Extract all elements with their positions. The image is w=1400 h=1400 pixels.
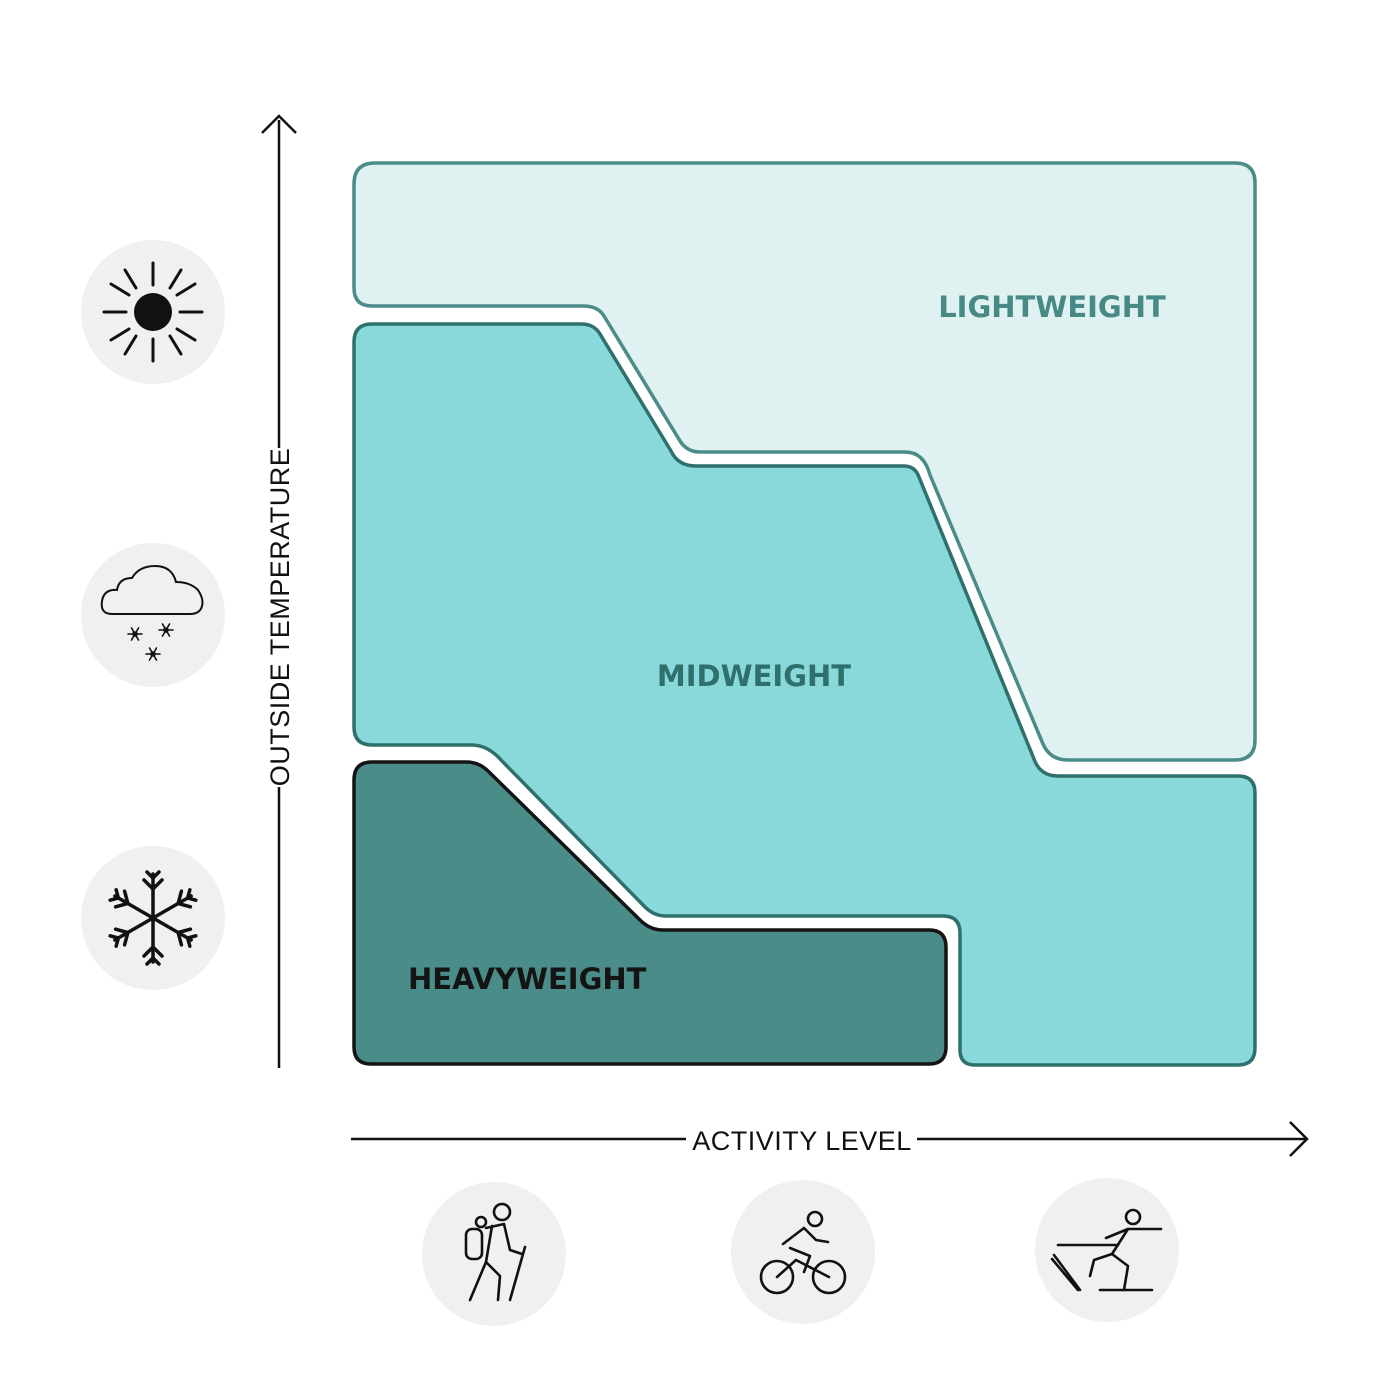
snow-cloud-flakes <box>127 623 174 661</box>
cyclist-icon <box>731 1180 875 1324</box>
cross-country-skier-icon <box>1035 1178 1179 1322</box>
activity-icons <box>422 1178 1179 1326</box>
zone-heavyweight-shape <box>352 760 948 1066</box>
zone-midweight: MIDWEIGHT <box>352 322 1257 1067</box>
x-axis: ACTIVITY LEVEL <box>351 1121 1309 1157</box>
y-axis-label: OUTSIDE TEMPERATURE <box>265 448 295 787</box>
zone-midweight-label: MIDWEIGHT <box>657 659 851 693</box>
zone-midweight-shape <box>352 322 1257 1067</box>
snow-cloud-icon <box>81 543 225 687</box>
y-axis: OUTSIDE TEMPERATURE <box>261 114 297 1068</box>
snowflake-icon <box>81 846 225 990</box>
hiker-icon <box>422 1182 566 1326</box>
zone-lightweight-label: LIGHTWEIGHT <box>938 290 1166 324</box>
zone-heavyweight-label: HEAVYWEIGHT <box>408 962 647 996</box>
x-axis-arrowhead <box>1289 1121 1309 1157</box>
sun-icon <box>81 240 225 384</box>
zone-heavyweight: HEAVYWEIGHT <box>352 760 948 1066</box>
zone-lightweight: LIGHTWEIGHT <box>352 161 1257 762</box>
y-axis-arrowhead <box>261 114 297 134</box>
zone-lightweight-shape <box>352 161 1257 762</box>
temperature-icons <box>81 240 225 990</box>
x-axis-label: ACTIVITY LEVEL <box>692 1126 912 1156</box>
